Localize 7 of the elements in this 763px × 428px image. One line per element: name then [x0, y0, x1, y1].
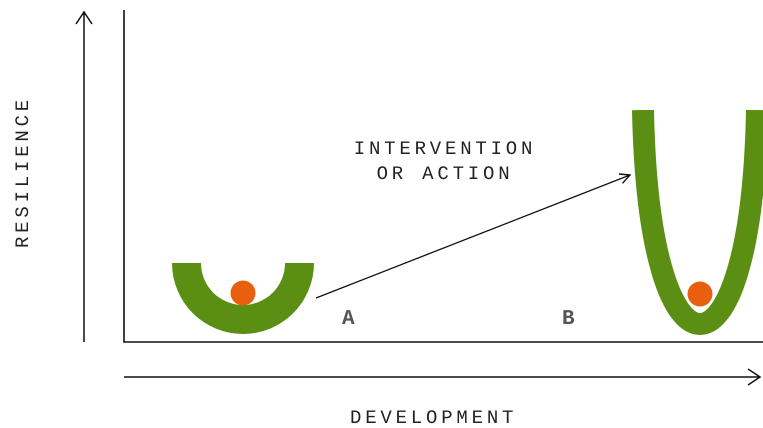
deep-valley-drawing — [630, 110, 763, 336]
axis-label: RESILIENCE — [10, 96, 35, 248]
point-label: A — [342, 308, 359, 331]
point-label: B — [562, 308, 579, 331]
arrow — [316, 173, 631, 299]
shallow-bowl-drawing — [172, 263, 316, 335]
axis-label: DEVELOPMENT — [350, 407, 518, 428]
